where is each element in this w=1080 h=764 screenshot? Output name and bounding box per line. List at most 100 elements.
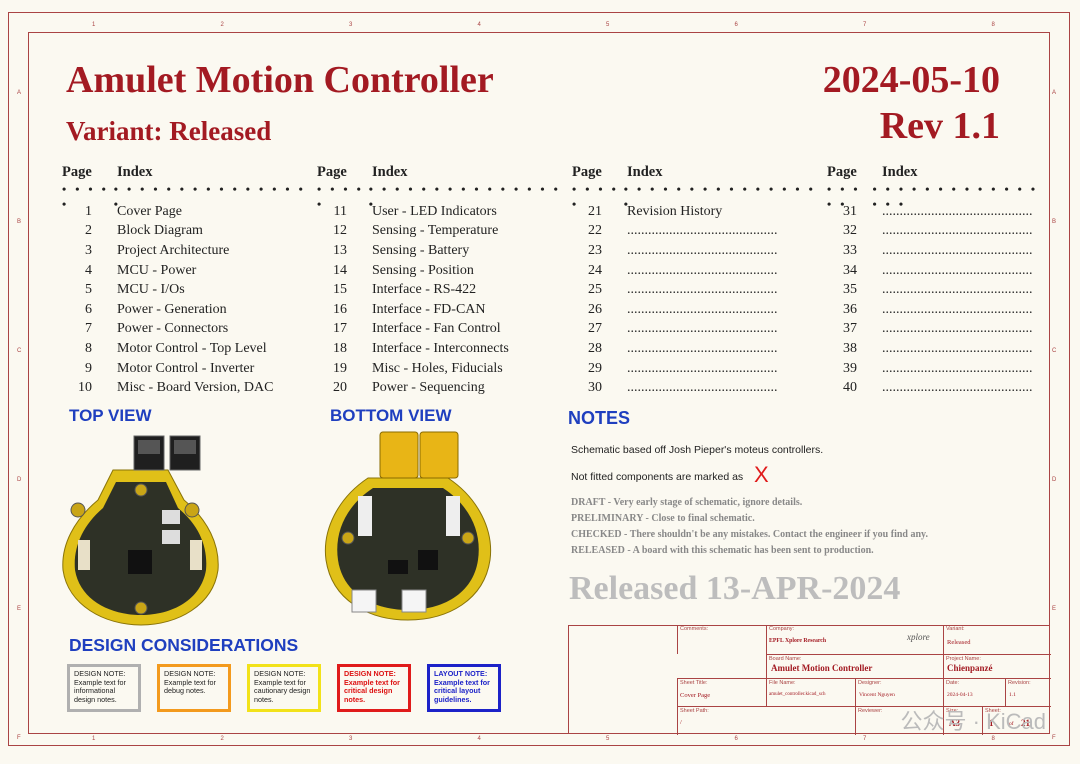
index-page-number: 28	[588, 340, 602, 356]
design-note-head: DESIGN NOTE:	[254, 669, 306, 678]
index-entry-title: Misc - Board Version, DAC	[117, 380, 274, 396]
index-entry-title: Sensing - Temperature	[372, 223, 499, 239]
index-row[interactable]: 7 Power - Connectors	[62, 320, 307, 340]
index-row[interactable]: 17 Interface - Fan Control	[317, 320, 562, 340]
index-row[interactable]: 2 Block Diagram	[62, 222, 307, 242]
index-row[interactable]: 19 Misc - Holes, Fiducials	[317, 359, 562, 379]
index-row[interactable]: 9 Motor Control - Inverter	[62, 359, 307, 379]
index-row[interactable]: 26 .....................................…	[572, 300, 817, 320]
tb-sheet-label: Sheet:	[985, 708, 1001, 714]
index-entry-title: ........................................…	[627, 301, 778, 317]
notes-origin-line: Schematic based off Josh Pieper's moteus…	[571, 444, 824, 456]
index-entry-title: ........................................…	[627, 380, 778, 396]
frame-column-tick: 1	[92, 22, 96, 28]
release-date: 2024-05-10	[822, 59, 1000, 101]
index-page-number: 12	[333, 223, 347, 239]
index-row[interactable]: 1 Cover Page	[62, 202, 307, 222]
tb-size-cell: Size:	[943, 706, 983, 735]
index-row[interactable]: 37 .....................................…	[827, 320, 1042, 340]
design-note-box: DESIGN NOTE: Example text for informatio…	[67, 664, 141, 712]
index-row[interactable]: 8 Motor Control - Top Level	[62, 339, 307, 359]
index-header-label: Index	[627, 164, 663, 180]
index-row[interactable]: 28 .....................................…	[572, 339, 817, 359]
index-row[interactable]: 40 .....................................…	[827, 378, 1042, 398]
index-row[interactable]: 30 .....................................…	[572, 378, 817, 398]
frame-column-tick: 2	[220, 22, 224, 28]
index-row[interactable]: 23 .....................................…	[572, 241, 817, 261]
index-row[interactable]: 29 .....................................…	[572, 359, 817, 379]
tb-path-cell: Sheet Path:	[677, 706, 855, 735]
index-entry-title: MCU - Power	[117, 262, 197, 278]
index-row[interactable]: 11 User - LED Indicators	[317, 202, 562, 222]
index-page-number: 3	[85, 242, 92, 258]
frame-row-tick: C	[17, 348, 22, 354]
index-row[interactable]: 25 .....................................…	[572, 280, 817, 300]
tb-board-cell: Board Name:	[766, 654, 943, 678]
index-entry-title: ........................................…	[882, 380, 1033, 396]
tb-revision-value: 1.1	[1009, 692, 1016, 698]
frame-column-tick: 8	[991, 22, 995, 28]
tb-project-cell: Project Name:	[943, 654, 1051, 678]
index-page-number: 32	[843, 223, 857, 239]
index-row[interactable]: 34 .....................................…	[827, 261, 1042, 281]
tb-file-label: File Name:	[769, 680, 796, 686]
tb-sheet-title-label: Sheet Title:	[680, 680, 708, 686]
top-view-board-render	[62, 435, 219, 626]
index-row[interactable]: 15 Interface - RS-422	[317, 280, 562, 300]
tb-designer-value: Vincent Nguyen	[859, 692, 895, 698]
index-page-number: 38	[843, 340, 857, 356]
dots-long: • • • • • • • • • • • • • • • •	[113, 182, 306, 211]
frame-row-tick: D	[1052, 477, 1057, 483]
status-checked: CHECKED - There shouldn't be any mistake…	[571, 529, 928, 540]
index-row[interactable]: 22 .....................................…	[572, 222, 817, 242]
sheet-inner-frame	[28, 32, 1050, 734]
index-row[interactable]: 36 .....................................…	[827, 300, 1042, 320]
index-row[interactable]: 5 MCU - I/Os	[62, 280, 307, 300]
index-row[interactable]: 32 .....................................…	[827, 222, 1042, 242]
index-row[interactable]: 21 Revision History	[572, 202, 817, 222]
tb-comments-label: Comments:	[680, 626, 709, 632]
index-row[interactable]: 18 Interface - Interconnects	[317, 339, 562, 359]
index-row[interactable]: 35 .....................................…	[827, 280, 1042, 300]
index-row[interactable]: 20 Power - Sequencing	[317, 378, 562, 398]
index-entry-title: Block Diagram	[117, 223, 203, 239]
dots-long: • • • • • • • • • • • • • • • •	[872, 182, 1039, 211]
index-row[interactable]: 14 Sensing - Position	[317, 261, 562, 281]
page-header: Page	[62, 164, 92, 180]
title-block: Comments: Company: EPFL Xplore Research …	[568, 625, 1051, 735]
released-stamp: Released 13-APR-2024	[569, 570, 901, 607]
design-note-body: Example text for cautionary design notes…	[254, 677, 311, 704]
index-row[interactable]: 10 Misc - Board Version, DAC	[62, 378, 307, 398]
frame-row-tick: A	[1052, 90, 1057, 96]
sheet-outer-frame	[8, 12, 1070, 746]
index-row[interactable]: 27 .....................................…	[572, 320, 817, 340]
index-page-number: 8	[85, 340, 92, 356]
index-page-number: 20	[333, 380, 347, 396]
frame-column-tick: 7	[863, 22, 867, 28]
index-entry-title: Cover Page	[117, 203, 182, 219]
index-entry-title: Power - Sequencing	[372, 380, 485, 396]
index-row[interactable]: 12 Sensing - Temperature	[317, 222, 562, 242]
index-row[interactable]: 24 .....................................…	[572, 261, 817, 281]
index-row[interactable]: 16 Interface - FD-CAN	[317, 300, 562, 320]
index-page-number: 39	[843, 360, 857, 376]
design-note-box: DESIGN NOTE: Example text for debug note…	[157, 664, 231, 712]
index-row[interactable]: 13 Sensing - Battery	[317, 241, 562, 261]
tb-designer-label: Designer:	[858, 680, 882, 686]
index-entry-title: ........................................…	[627, 262, 778, 278]
dots-short: • • • • •	[62, 182, 109, 211]
index-row[interactable]: 31 .....................................…	[827, 202, 1042, 222]
dots-short: • • • • •	[827, 182, 861, 211]
tb-file-cell: File Name:	[766, 678, 856, 706]
index-row[interactable]: 39 .....................................…	[827, 359, 1042, 379]
index-page-number: 35	[843, 282, 857, 298]
index-row[interactable]: 3 Project Architecture	[62, 241, 307, 261]
index-row[interactable]: 4 MCU - Power	[62, 261, 307, 281]
index-row[interactable]: 33 .....................................…	[827, 241, 1042, 261]
index-row[interactable]: 6 Power - Generation	[62, 300, 307, 320]
index-entry-title: ........................................…	[882, 301, 1033, 317]
index-page-number: 10	[78, 380, 92, 396]
index-dotted-separator: • • • • • • • • • • • • • • • • • • • • …	[317, 182, 562, 211]
index-row[interactable]: 38 .....................................…	[827, 339, 1042, 359]
index-entry-title: ........................................…	[882, 223, 1033, 239]
